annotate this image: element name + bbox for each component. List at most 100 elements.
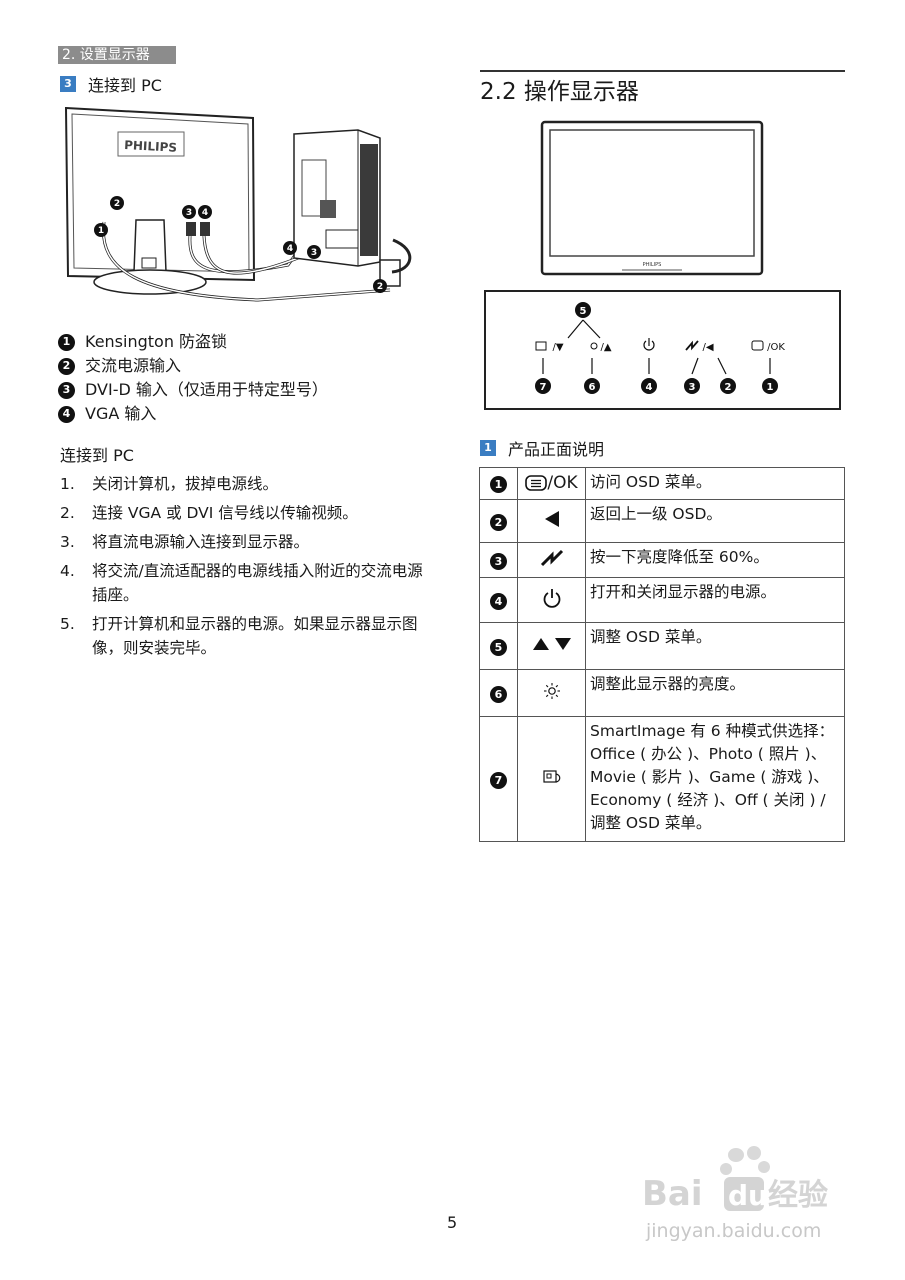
legend-item: 4 VGA 输入	[58, 402, 328, 426]
connection-illustration: PHILIPS 1 2 3 4 4 3 2	[64, 106, 412, 302]
chapter-tag: 2. 设置显示器	[58, 46, 176, 64]
legend-num: 4	[58, 405, 75, 423]
step-number: 3.	[60, 533, 75, 551]
smartimage-icon	[542, 770, 560, 783]
watermark-bai: Bai	[642, 1174, 703, 1214]
power-icon	[643, 338, 655, 351]
legend-num: 1	[58, 333, 75, 351]
smartimage-icon	[535, 341, 547, 351]
row-num: 5	[490, 638, 507, 656]
callout-4: 4	[202, 208, 208, 218]
section-title-text: 产品正面说明	[508, 440, 605, 459]
row-num: 4	[490, 592, 507, 610]
panel-btn-label: /▼	[552, 342, 563, 353]
row-num: 2	[490, 513, 507, 531]
panel-num: 1	[767, 382, 774, 393]
row-num: 7	[490, 771, 507, 789]
table-row: 6 调整此显示器的亮度。	[479, 669, 845, 717]
panel-btn-label: /◀	[702, 342, 713, 353]
table-row: 2 返回上一级 OSD。	[479, 499, 845, 543]
menu-icon	[751, 340, 764, 351]
table-row: 5 调整 OSD 菜单。	[479, 622, 845, 670]
monitor-brand: PHILIPS	[643, 262, 662, 268]
step-text: 连接 VGA 或 DVI 信号线以传输视频。	[92, 504, 358, 522]
legend-num: 3	[58, 381, 75, 399]
row-desc: 按一下亮度降低至 60%。	[585, 542, 845, 578]
panel-btn-label: /▲	[600, 342, 611, 353]
panel-num: 3	[689, 382, 696, 393]
legend-item: 3 DVI-D 输入（仅适用于特定型号）	[58, 378, 328, 402]
step-text: 将交流/直流适配器的电源线插入附近的交流电源插座。	[92, 562, 423, 604]
button-table: 1 /OK 访问 OSD 菜单。 2 返回上一级 OSD。 3 按一下亮度降低至…	[479, 467, 845, 842]
callout-1: 1	[98, 226, 104, 236]
row-num: 1	[490, 476, 507, 493]
watermark-du: du	[728, 1179, 768, 1212]
section-title-text: 连接到 PC	[88, 76, 162, 95]
connect-section-title: 3 连接到 PC	[60, 72, 162, 96]
panel-num: 2	[725, 382, 732, 393]
callout-2b: 2	[377, 282, 383, 292]
panel-btn-label: /OK	[767, 342, 785, 353]
brightness-drop-icon	[540, 549, 563, 567]
control-panel-diagram: 5 /▼ /▲ /◀ /OK 7 6 4	[484, 290, 841, 410]
legend-text: DVI-D 输入（仅适用于特定型号）	[85, 380, 328, 399]
list-item: 1. 关闭计算机，拔掉电源线。	[60, 472, 430, 496]
legend-text: VGA 输入	[85, 404, 157, 423]
table-row: 7 SmartImage 有 6 种模式供选择： Office ( 办公 )、P…	[479, 716, 845, 842]
list-item: 5. 打开计算机和显示器的电源。如果显示器显示图像，则安装完毕。	[60, 612, 430, 660]
row-num: 6	[490, 685, 507, 703]
step-text: 打开计算机和显示器的电源。如果显示器显示图像，则安装完毕。	[92, 615, 418, 657]
callout-3: 3	[186, 208, 192, 218]
brightness-drop-icon	[685, 340, 699, 351]
section-number-badge: 3	[60, 76, 76, 92]
sun-icon	[590, 342, 598, 350]
watermark-cn: 经验	[768, 1178, 828, 1213]
legend-num: 2	[58, 357, 75, 375]
callout-3b: 3	[311, 248, 317, 258]
port-legend: 1 Kensington 防盗锁 2 交流电源输入 3 DVI-D 输入（仅适用…	[58, 330, 328, 426]
legend-item: 2 交流电源输入	[58, 354, 328, 378]
row-desc: 访问 OSD 菜单。	[585, 467, 845, 500]
connect-pc-heading: 连接到 PC	[60, 446, 134, 465]
table-row: 4 打开和关闭显示器的电源。	[479, 577, 845, 623]
step-text: 关闭计算机，拔掉电源线。	[92, 475, 279, 493]
row-desc: 返回上一级 OSD。	[585, 499, 845, 543]
operate-section-title: 2.2 操作显示器	[480, 79, 639, 105]
step-number: 1.	[60, 475, 75, 493]
illustration-brand: PHILIPS	[124, 138, 178, 155]
legend-text: Kensington 防盗锁	[85, 332, 228, 351]
front-section-title: 1 产品正面说明	[480, 436, 604, 460]
panel-num: 6	[589, 382, 596, 393]
power-icon	[543, 589, 560, 608]
connect-steps-list: 1.关闭计算机，拔掉电源线。 2.连接 VGA 或 DVI 信号线以传输视频。 …	[60, 472, 430, 665]
list-item: 2. 连接 VGA 或 DVI 信号线以传输视频。	[60, 501, 430, 525]
table-row: 1 /OK 访问 OSD 菜单。	[479, 467, 845, 500]
table-row: 3 按一下亮度降低至 60%。	[479, 542, 845, 578]
page-number: 5	[447, 1213, 458, 1232]
panel-num: 7	[540, 382, 547, 393]
baidu-jingyan-watermark: Bai du 经验 jingyan.baidu.com	[642, 1146, 828, 1242]
section-number-badge: 1	[480, 440, 496, 456]
up-down-arrows-icon	[532, 638, 571, 650]
step-text: 将直流电源输入连接到显示器。	[92, 533, 310, 551]
row-desc: 调整此显示器的亮度。	[585, 669, 845, 717]
panel-num-5: 5	[580, 306, 587, 317]
step-number: 5.	[60, 615, 75, 633]
callout-2: 2	[114, 199, 120, 209]
menu-ok-icon: /OK	[525, 473, 578, 493]
back-triangle-icon	[544, 511, 559, 527]
panel-num: 4	[646, 382, 653, 393]
row-desc: 调整 OSD 菜单。	[585, 622, 845, 670]
section-rule	[480, 70, 845, 72]
row-desc: SmartImage 有 6 种模式供选择： Office ( 办公 )、Pho…	[585, 716, 845, 842]
row-desc: 打开和关闭显示器的电源。	[585, 577, 845, 623]
monitor-front-illustration: PHILIPS	[540, 120, 764, 276]
list-item: 3. 将直流电源输入连接到显示器。	[60, 530, 430, 554]
legend-item: 1 Kensington 防盗锁	[58, 330, 328, 354]
step-number: 4.	[60, 562, 75, 580]
step-number: 2.	[60, 504, 75, 522]
callout-4b: 4	[287, 244, 293, 254]
row-num: 3	[490, 552, 507, 570]
watermark-url: jingyan.baidu.com	[645, 1220, 821, 1242]
list-item: 4. 将交流/直流适配器的电源线插入附近的交流电源插座。	[60, 559, 430, 607]
